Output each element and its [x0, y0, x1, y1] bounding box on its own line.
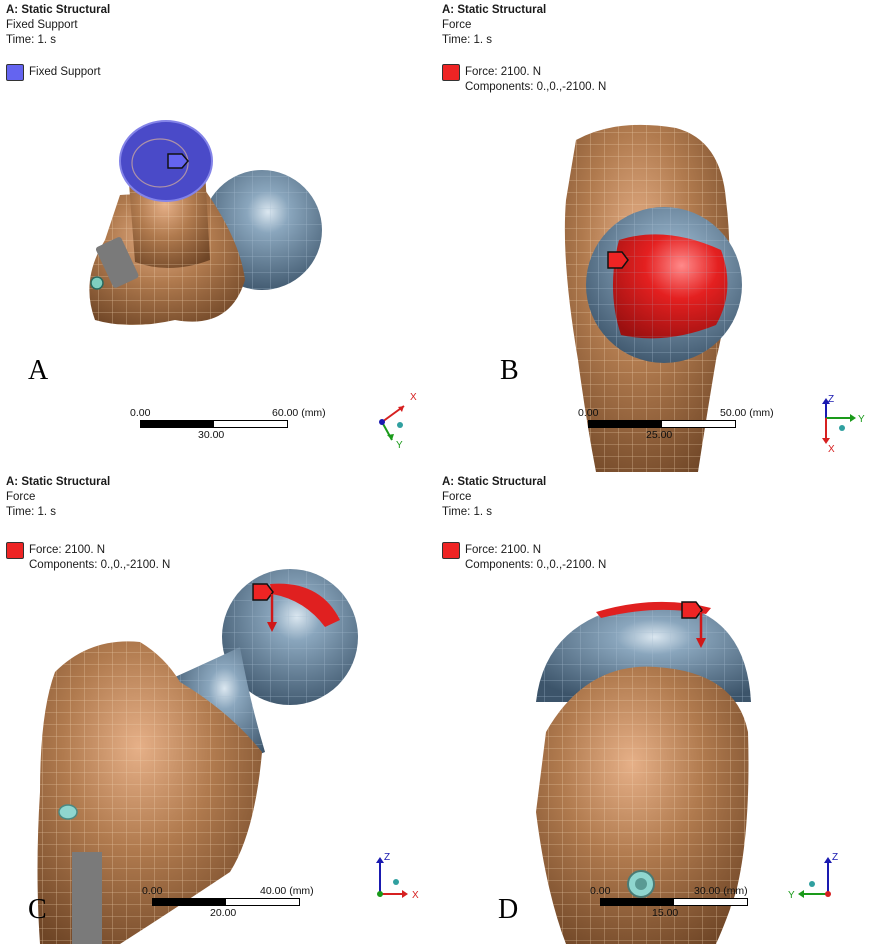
panel-a-title: A: Static Structural [6, 4, 111, 16]
panel-d-title: A: Static Structural [442, 476, 547, 488]
panel-d: A: Static Structural Force Time: 1. s Fo… [436, 472, 872, 944]
force-region [270, 583, 340, 627]
panel-c: A: Static Structural Force Time: 1. s Fo… [0, 472, 436, 944]
plate [72, 852, 102, 944]
axis-z-label: Z [828, 394, 834, 405]
fixed-support-marker [167, 153, 189, 169]
panel-b-header: A: Static Structural Force Time: 1. s [442, 3, 546, 48]
panel-a-subtitle: Fixed Support [6, 19, 78, 31]
legend-components: Components: 0.,0.,-2100. N [29, 559, 171, 571]
panel-d-letter: D [498, 894, 519, 925]
panel-a: A: Static Structural Fixed Support Time:… [0, 0, 436, 472]
scale-mid: 25.00 [646, 429, 673, 441]
panel-c-letter: C [28, 894, 47, 925]
panel-b-subtitle: Force [442, 19, 472, 31]
axis-x-label: X [412, 890, 419, 901]
legend-label: Force: 2100. N [29, 544, 106, 556]
panel-a-time: Time: 1. s [6, 34, 57, 46]
scale-end: 30.00 (mm) [694, 885, 748, 897]
panel-a-header: A: Static Structural Fixed Support Time:… [6, 3, 110, 48]
scale-end: 40.00 (mm) [260, 885, 314, 897]
panel-c-time: Time: 1. s [6, 506, 57, 518]
panel-d-subtitle: Force [442, 491, 472, 503]
fixed-support-face [119, 120, 213, 202]
femur-model-c [37, 569, 358, 944]
scale-mid: 15.00 [652, 907, 679, 919]
panel-a-letter: A [28, 355, 49, 386]
screw [58, 804, 78, 820]
axis-triad-c: Z X [376, 852, 419, 901]
legend-components: Components: 0.,0.,-2100. N [465, 81, 607, 93]
femur-model-d [536, 601, 751, 944]
legend-components: Components: 0.,0.,-2100. N [465, 559, 607, 571]
panel-b-letter: B [500, 355, 519, 386]
force-marker [252, 583, 274, 601]
legend-swatch [442, 542, 460, 559]
legend-label: Fixed Support [29, 66, 101, 78]
axis-z-label: Z [832, 852, 838, 863]
legend-label: Force: 2100. N [465, 66, 542, 78]
force-marker [607, 251, 629, 269]
panel-c-header: A: Static Structural Force Time: 1. s [6, 475, 110, 520]
scale-start: 0.00 [590, 885, 611, 897]
scale-end: 60.00 (mm) [272, 407, 326, 419]
plate [96, 237, 139, 288]
legend-swatch [442, 64, 460, 81]
panel-c-subtitle: Force [6, 491, 36, 503]
axis-y-label: Y [858, 414, 865, 425]
scale-start: 0.00 [578, 407, 599, 419]
scale-mid: 20.00 [210, 907, 237, 919]
axis-z-label: Z [384, 852, 390, 863]
legend-swatch [6, 64, 24, 81]
panel-d-header: A: Static Structural Force Time: 1. s [442, 475, 546, 520]
axis-triad-b: Z Y X [822, 394, 865, 454]
axis-triad-d: Z Y [788, 852, 838, 901]
panel-c-title: A: Static Structural [6, 476, 111, 488]
panel-d-time: Time: 1. s [442, 506, 493, 518]
scale-start: 0.00 [130, 407, 151, 419]
panel-b-time: Time: 1. s [442, 34, 493, 46]
scale-mid: 30.00 [198, 429, 225, 441]
axis-x-label: X [410, 392, 417, 403]
axis-x-label: X [828, 444, 835, 454]
legend-swatch [6, 542, 24, 559]
legend-label: Force: 2100. N [465, 544, 542, 556]
force-marker [681, 601, 703, 619]
panel-b: A: Static Structural Force Time: 1. s Fo… [436, 0, 872, 472]
femur-model-a [89, 120, 322, 325]
scale-start: 0.00 [142, 885, 163, 897]
axis-triad-a: X Y [379, 392, 417, 450]
axis-y-label: Y [396, 440, 403, 450]
panel-b-title: A: Static Structural [442, 4, 547, 16]
screw [90, 276, 104, 290]
axis-y-label: Y [788, 890, 795, 901]
scale-end: 50.00 (mm) [720, 407, 774, 419]
femur-model-b [564, 124, 742, 472]
